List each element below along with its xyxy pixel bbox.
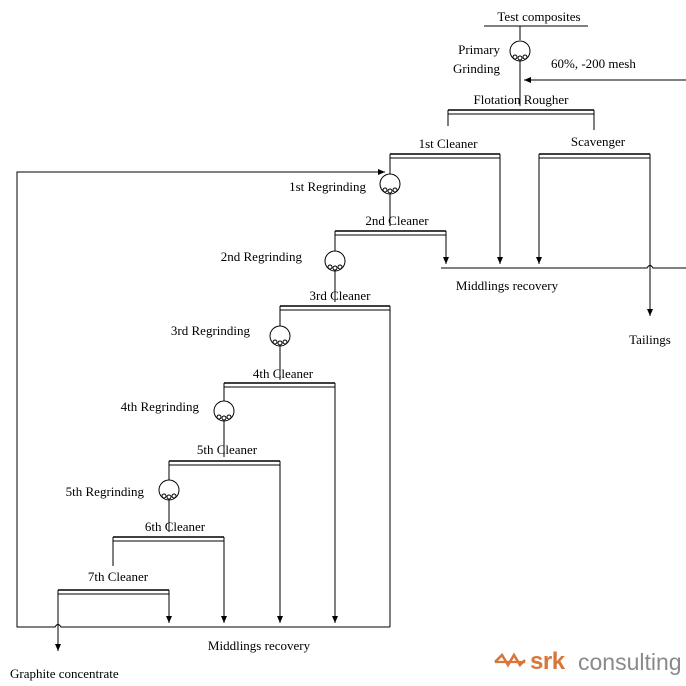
primary-mill-icon — [509, 40, 531, 62]
regrind-1-label: 1st Regrinding — [289, 179, 366, 194]
regrind-2-mill-icon — [324, 250, 346, 272]
feed-label: Test composites — [497, 9, 580, 24]
grind-spec-label: 60%, -200 mesh — [551, 56, 636, 71]
scavenger-label: Scavenger — [571, 134, 626, 149]
cleaner-3-label: 3rd Cleaner — [309, 288, 371, 303]
cleaner-2-label: 2nd Cleaner — [365, 213, 429, 228]
cleaner-6-cell — [113, 536, 224, 542]
regrind-3-mill-icon — [269, 325, 291, 347]
concentrate-label: Graphite concentrate — [10, 666, 119, 681]
cleaner-5-cell — [169, 460, 280, 466]
middlings-lower-label: Middlings recovery — [208, 638, 311, 653]
cleaner-4-cell — [224, 382, 335, 388]
cleaner-4-label: 4th Cleaner — [253, 366, 314, 381]
regrind-2-label: 2nd Regrinding — [221, 249, 303, 264]
regrind-3-label: 3rd Regrinding — [171, 323, 251, 338]
middlings-lower-loop — [16, 169, 390, 628]
srk-consulting-logo: srk consulting — [494, 648, 686, 678]
rougher-cell — [447, 109, 595, 130]
logo-suffix-text: consulting — [578, 649, 682, 675]
primary-grinding-label-2: Grinding — [453, 61, 500, 76]
regrind-5-mill-icon — [158, 479, 180, 501]
scavenger-cell — [539, 153, 650, 159]
cleaner-7-label: 7th Cleaner — [88, 569, 149, 584]
cleaner-6-label: 6th Cleaner — [145, 519, 206, 534]
cleaner-7-cell — [58, 589, 169, 595]
logo-brand-text: srk — [530, 648, 565, 675]
cleaner-1-cell — [390, 153, 500, 159]
cleaner-2-cell — [335, 230, 446, 236]
tailings-label: Tailings — [629, 332, 671, 347]
middlings-upper-line — [441, 265, 686, 269]
rougher-label: Flotation Rougher — [474, 92, 570, 107]
middlings-upper-label: Middlings recovery — [456, 278, 559, 293]
primary-grinding-label-1: Primary — [458, 42, 500, 57]
cleaner-3-cell — [280, 305, 390, 311]
srk-mark-icon — [494, 652, 526, 668]
cleaner-5-label: 5th Cleaner — [197, 442, 258, 457]
regrind-4-mill-icon — [213, 400, 235, 422]
regrind-1-mill-icon — [379, 173, 401, 195]
regrind-5-label: 5th Regrinding — [66, 484, 145, 499]
regrind-4-label: 4th Regrinding — [121, 399, 200, 414]
cleaner-1-label: 1st Cleaner — [419, 136, 479, 151]
